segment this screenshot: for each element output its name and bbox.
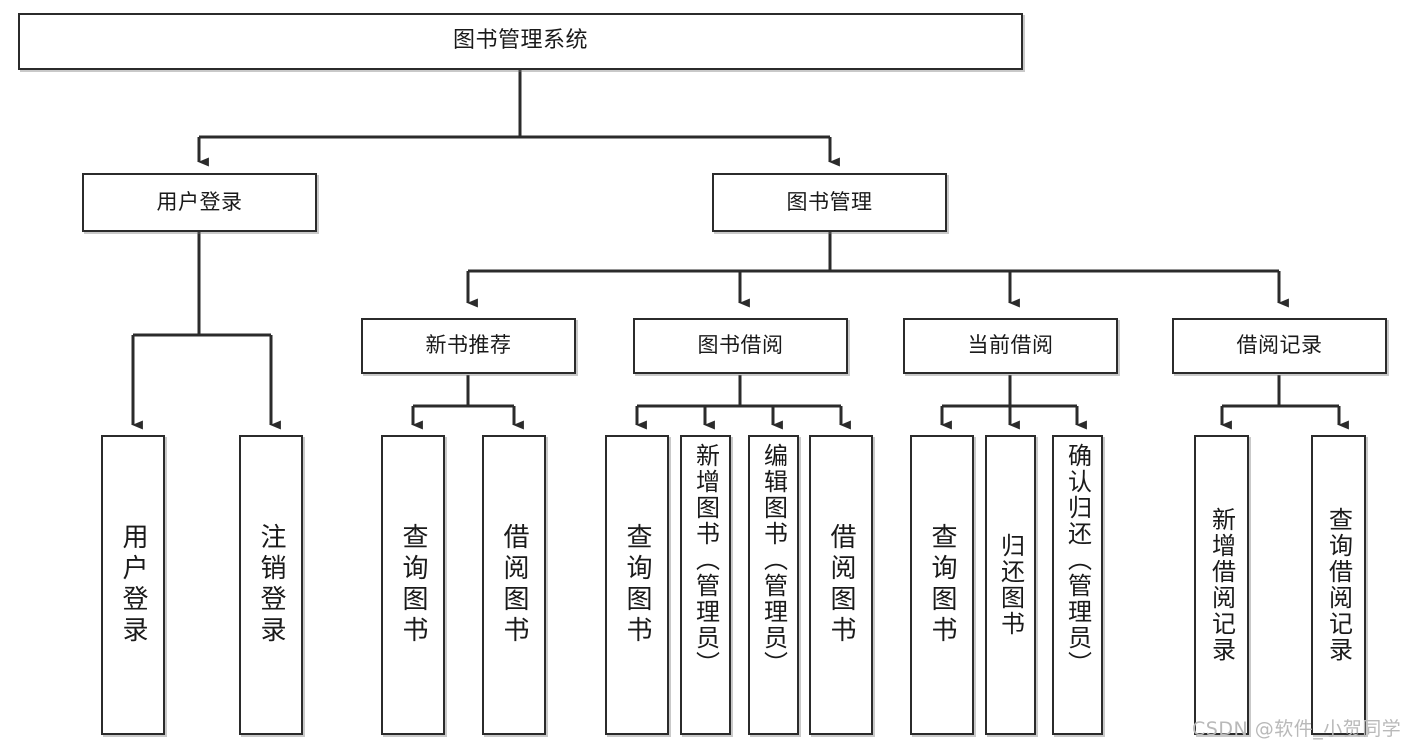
node-label: 编辑图书（管理员） — [759, 443, 788, 677]
node-label: 查询图书 — [622, 523, 652, 647]
node-label: 图书管理系统 — [452, 28, 588, 54]
leaf-borrow-book-borrow[interactable]: 借阅图书 — [809, 435, 873, 735]
node-root-book-management-system[interactable]: 图书管理系统 — [18, 13, 1023, 70]
leaf-confirm-return-admin[interactable]: 确认归还（管理员） — [1052, 435, 1103, 735]
node-label: 借阅图书 — [499, 523, 529, 647]
node-label: 新书推荐 — [425, 333, 512, 358]
leaf-add-borrow-record[interactable]: 新增借阅记录 — [1194, 435, 1249, 735]
node-current-borrow[interactable]: 当前借阅 — [903, 318, 1118, 374]
csdn-watermark: CSDN @软件_小贺同学 — [1192, 718, 1402, 740]
node-label: 新增图书（管理员） — [691, 443, 720, 677]
leaf-edit-book-admin[interactable]: 编辑图书（管理员） — [748, 435, 799, 735]
node-label: 注销登录 — [256, 523, 286, 647]
node-label: 当前借阅 — [967, 333, 1054, 358]
leaf-query-book-current[interactable]: 查询图书 — [910, 435, 974, 735]
node-label: 借阅图书 — [826, 523, 856, 647]
node-label: 图书借阅 — [697, 333, 784, 358]
node-label: 新增借阅记录 — [1207, 507, 1236, 663]
node-label: 查询借阅记录 — [1324, 507, 1353, 663]
leaf-query-book-borrow[interactable]: 查询图书 — [605, 435, 669, 735]
node-new-book-recommend[interactable]: 新书推荐 — [361, 318, 576, 374]
node-book-manage[interactable]: 图书管理 — [712, 173, 947, 232]
node-label: 确认归还（管理员） — [1063, 443, 1092, 677]
leaf-borrow-book-recommend[interactable]: 借阅图书 — [482, 435, 546, 735]
node-label: 用户登录 — [118, 523, 148, 647]
leaf-query-book-recommend[interactable]: 查询图书 — [381, 435, 445, 735]
node-borrow-record[interactable]: 借阅记录 — [1172, 318, 1387, 374]
node-book-borrow[interactable]: 图书借阅 — [633, 318, 848, 374]
node-label: 借阅记录 — [1236, 333, 1323, 358]
node-label: 查询图书 — [927, 523, 957, 647]
node-label: 归还图书 — [996, 533, 1025, 637]
node-label: 图书管理 — [786, 189, 873, 214]
leaf-user-login[interactable]: 用户登录 — [101, 435, 165, 735]
node-label: 查询图书 — [398, 523, 428, 647]
leaf-return-book[interactable]: 归还图书 — [985, 435, 1036, 735]
leaf-add-book-admin[interactable]: 新增图书（管理员） — [680, 435, 731, 735]
node-user-login[interactable]: 用户登录 — [82, 173, 317, 232]
leaf-logout-login[interactable]: 注销登录 — [239, 435, 303, 735]
node-label: 用户登录 — [156, 189, 243, 214]
leaf-query-borrow-record[interactable]: 查询借阅记录 — [1311, 435, 1366, 735]
